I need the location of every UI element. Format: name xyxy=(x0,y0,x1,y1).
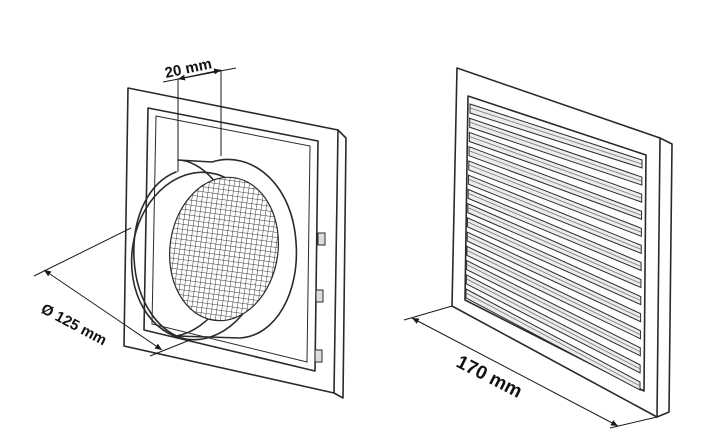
louvre-slats xyxy=(465,103,643,391)
right-frame-inner xyxy=(464,95,647,392)
dimension-mesh-depth: 20 mm xyxy=(162,55,237,172)
right-frame-depth xyxy=(656,137,673,418)
louvre-slat-edge xyxy=(468,150,642,216)
grille-with-spigot xyxy=(123,87,347,399)
dimension-duct-diameter: Ø 125 mm xyxy=(33,227,191,357)
louvre-slat-edge xyxy=(467,221,641,301)
clip-bottom xyxy=(314,349,323,363)
left-frame-inner-step xyxy=(151,115,311,363)
label-mesh-depth: 20 mm xyxy=(163,55,213,82)
louvre-slat-edge xyxy=(468,178,642,250)
louvre-slat-edge xyxy=(469,121,642,182)
spigot-mesh xyxy=(168,176,280,322)
clip-top xyxy=(317,232,326,246)
label-duct-diameter: Ø 125 mm xyxy=(38,301,109,350)
left-frame-inner xyxy=(143,107,319,372)
clip-mid xyxy=(315,289,324,303)
louvre-slat-edge xyxy=(469,136,642,199)
louvre-slat-edge xyxy=(467,235,641,319)
label-grille-width: 170 mm xyxy=(453,352,526,403)
louvre-slat-edge xyxy=(469,107,643,165)
spigot-rim-front xyxy=(133,171,191,341)
louvre-slat-edge xyxy=(467,207,642,284)
louvre-slat-edge xyxy=(468,164,642,233)
louvre-slat-edge xyxy=(467,193,642,267)
left-frame-depth xyxy=(333,129,347,399)
